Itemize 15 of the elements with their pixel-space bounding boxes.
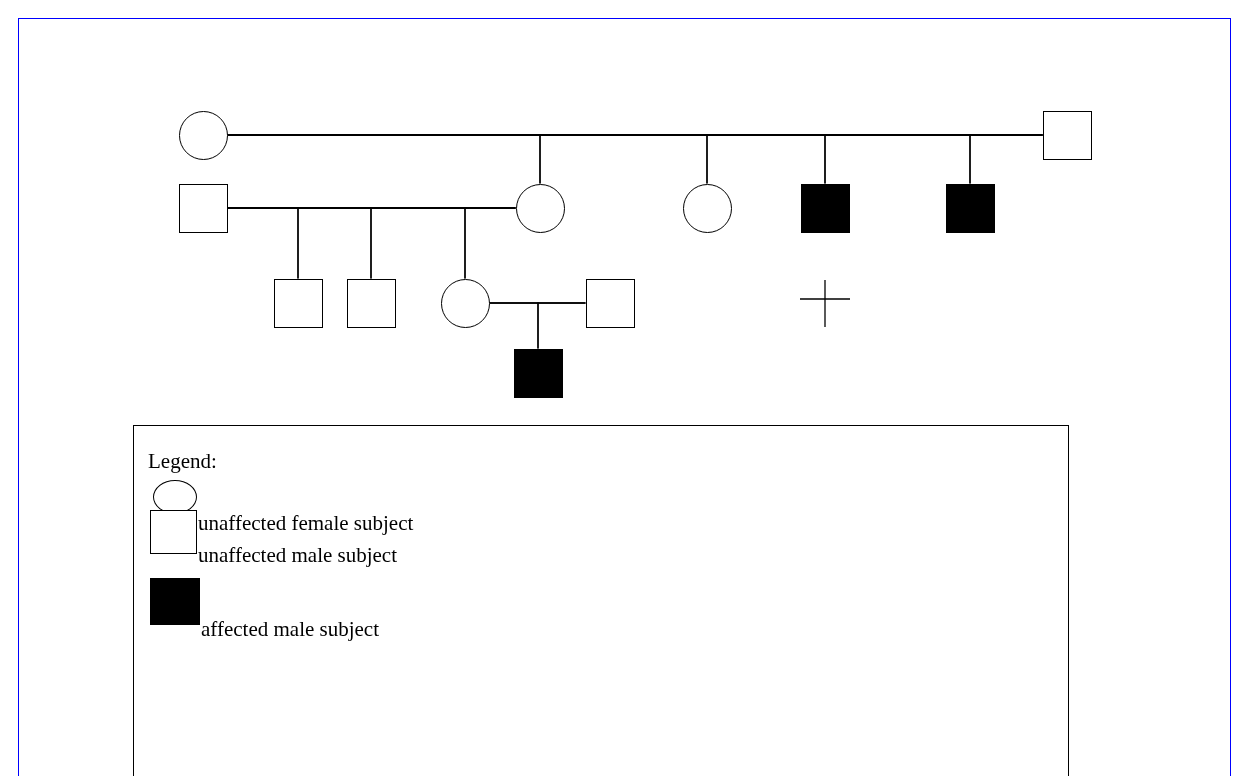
legend-heading: Legend: — [148, 449, 217, 474]
affected-male-square — [513, 348, 563, 398]
legend-text: unaffected female subject — [198, 511, 414, 536]
male-square — [273, 278, 323, 328]
affected-male-square — [800, 183, 850, 233]
male-square — [178, 183, 228, 233]
pedigree-line — [464, 207, 517, 280]
affected-male-square — [945, 183, 995, 233]
male-square — [346, 278, 396, 328]
male-square — [1042, 110, 1092, 160]
pedigree-line — [537, 302, 587, 350]
legend-text: affected male subject — [201, 617, 380, 642]
pedigree-line — [969, 134, 1044, 185]
legend-text: unaffected male subject — [198, 543, 398, 568]
male-square — [585, 278, 635, 328]
